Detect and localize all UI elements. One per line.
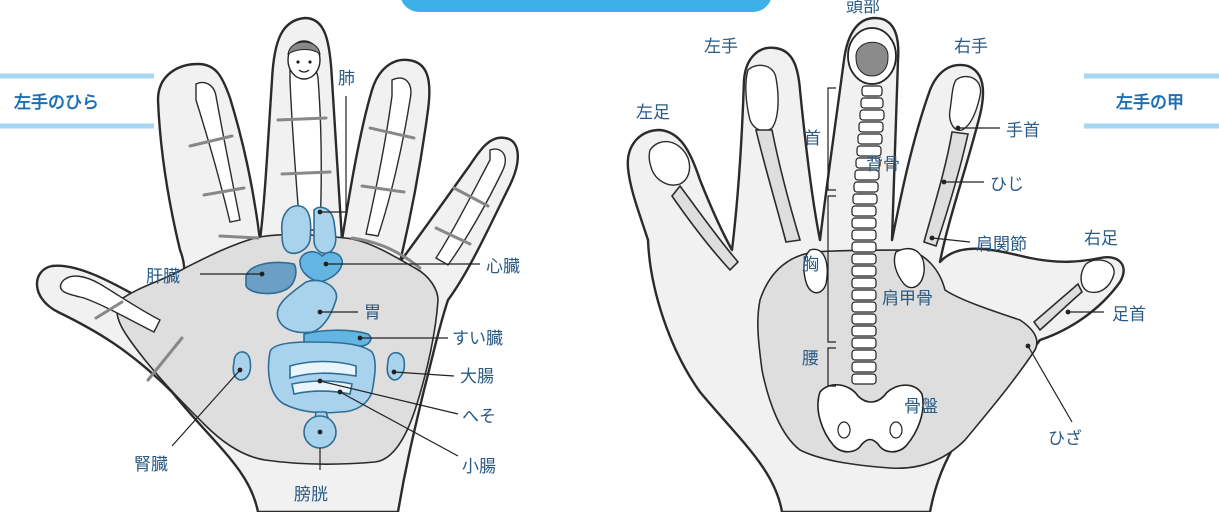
label-wrist: 手首: [1006, 121, 1040, 141]
label-right-hand: 右手: [954, 37, 988, 57]
label-head: 頭部: [846, 0, 880, 17]
label-liver: 肝臓: [146, 267, 180, 287]
face-icon: [288, 41, 320, 79]
right-hand-title: 左手の甲: [1116, 92, 1184, 113]
label-scapula: 肩甲骨: [882, 289, 933, 309]
label-neck: 首: [804, 129, 821, 149]
label-kidney: 腎臓: [134, 455, 168, 475]
left-palm: 左手のひら 肺 肝臓 心臓 胃 すい臓 大腸 へそ 小腸 腎臓 膀胱: [0, 18, 520, 512]
lung-left: [282, 206, 311, 254]
back-of-hand: 左手の甲 頭部 左手 右手 左足 首 背骨 手首 ひじ 肩関節 右足 胸 肩甲骨…: [628, 0, 1219, 512]
label-lung: 肺: [338, 69, 355, 89]
label-stomach: 胃: [364, 303, 381, 323]
label-knee: ひざ: [1048, 428, 1082, 449]
label-shoulder-joint: 肩関節: [976, 235, 1027, 255]
label-large-intestine: 大腸: [460, 367, 494, 387]
label-pelvis: 骨盤: [904, 397, 938, 417]
label-ankle: 足首: [1112, 305, 1146, 325]
label-bladder: 膀胱: [294, 485, 328, 505]
label-left-hand: 左手: [704, 37, 738, 57]
label-small-intestine: 小腸: [462, 457, 496, 477]
label-left-foot: 左足: [636, 103, 670, 123]
kidney-left: [233, 352, 250, 380]
label-elbow: ひじ: [990, 175, 1024, 195]
liver-organ: [246, 263, 296, 294]
top-banner: [400, 0, 772, 12]
label-chest: 胸: [802, 255, 819, 275]
label-pancreas: すい臓: [452, 329, 503, 349]
label-navel: へそ: [462, 407, 496, 427]
label-heart: 心臓: [486, 257, 520, 277]
left-hand-title: 左手のひら: [14, 92, 99, 113]
label-spine: 背骨: [866, 155, 900, 175]
label-right-foot: 右足: [1084, 229, 1118, 249]
kidney-right: [387, 353, 404, 380]
label-waist: 腰: [802, 349, 819, 369]
